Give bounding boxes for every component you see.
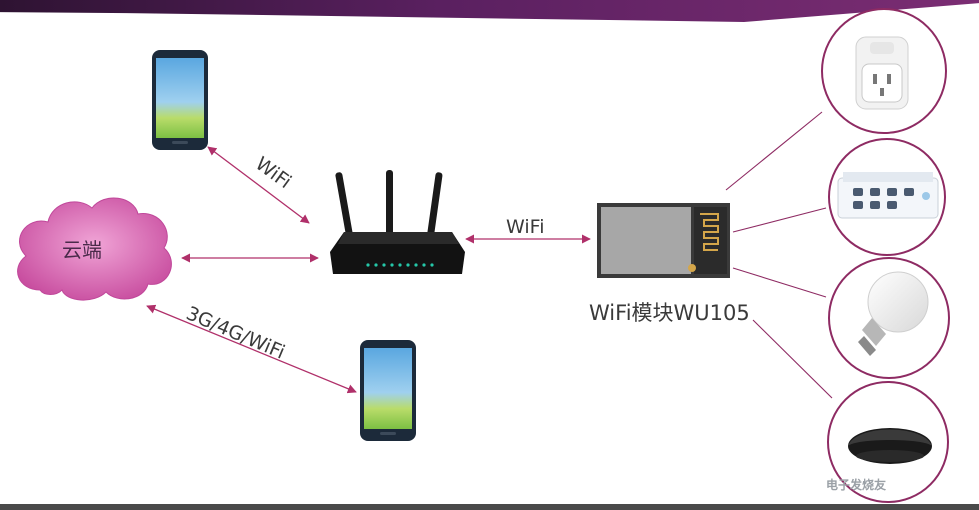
phone-icon (360, 340, 416, 441)
link-phone-router (207, 146, 310, 224)
device-circle-bulb (828, 257, 950, 379)
phone-icon (152, 50, 208, 150)
device-circle-strip (828, 138, 946, 256)
device-lines (725, 111, 833, 399)
bottom-bar (0, 504, 979, 510)
router-icon (330, 170, 465, 274)
module-label: WiFi模块WU105 (589, 301, 750, 325)
link-cloud-phone (146, 304, 357, 394)
cloud-icon (17, 197, 172, 301)
led-bulb-icon (858, 271, 929, 356)
wifi-module-icon (597, 203, 730, 278)
ir-remote-hub-icon (848, 428, 932, 464)
link-label-router-module: WiFi (506, 216, 545, 238)
watermark: 电子发烧友 (826, 478, 887, 492)
smart-plug-icon (855, 36, 909, 110)
power-strip-icon (837, 172, 939, 219)
device-circle-hub (827, 381, 949, 503)
cloud-label: 云端 (62, 238, 102, 262)
device-circle-plug (821, 8, 947, 134)
